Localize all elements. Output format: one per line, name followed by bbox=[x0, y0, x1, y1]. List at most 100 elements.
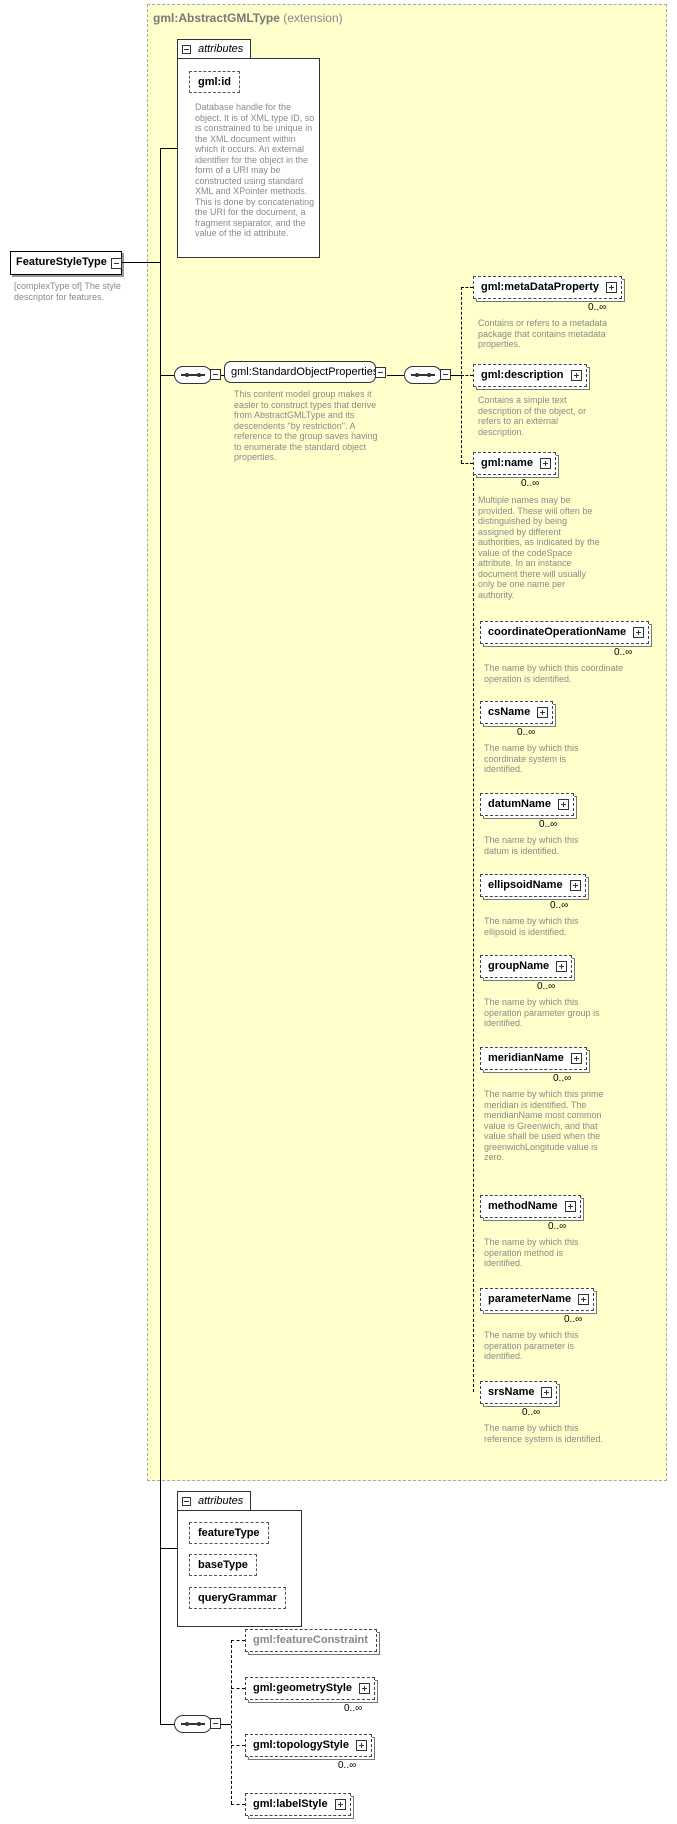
element-gml-featureconstraint[interactable]: gml:featureConstraint bbox=[245, 1629, 377, 1652]
element-gml-metadataproperty[interactable]: gml:metaDataProperty bbox=[473, 276, 622, 299]
occurs: 0..∞ bbox=[588, 302, 607, 313]
occurs: 0..∞ bbox=[548, 1221, 567, 1232]
element-ellipsoidname[interactable]: ellipsoidName bbox=[480, 874, 586, 897]
element-parametername[interactable]: parameterName bbox=[480, 1288, 595, 1311]
bottom-sequence-collapse-icon[interactable] bbox=[210, 1718, 221, 1729]
occurs: 0..∞ bbox=[539, 819, 558, 830]
element-note: Contains a simple text description of th… bbox=[478, 395, 587, 437]
expand-icon[interactable] bbox=[564, 1201, 576, 1212]
attributes-tab-label: attributes bbox=[198, 43, 244, 55]
connector bbox=[231, 1688, 245, 1689]
occurs: 0..∞ bbox=[550, 900, 569, 911]
occurs: 0..∞ bbox=[522, 1407, 541, 1418]
element-groupname[interactable]: groupName bbox=[480, 955, 573, 978]
attribute-gml-id[interactable]: gml:id bbox=[189, 71, 240, 93]
group-collapse-icon[interactable] bbox=[375, 367, 386, 378]
attribute-basetype[interactable]: baseType bbox=[189, 1554, 257, 1576]
element-srsname[interactable]: srsName bbox=[480, 1381, 558, 1404]
element-note: The name by which this ellipsoid is iden… bbox=[484, 916, 579, 937]
root-type-name: FeatureStyleType bbox=[16, 256, 107, 268]
sequence-icon bbox=[411, 373, 435, 377]
substitution-connector bbox=[473, 463, 474, 1392]
attribute-featuretype[interactable]: featureType bbox=[189, 1522, 269, 1544]
type-attributes-tab[interactable]: attributes bbox=[177, 1491, 251, 1511]
connector bbox=[160, 375, 174, 376]
expand-icon[interactable] bbox=[569, 880, 581, 891]
connector bbox=[221, 1724, 231, 1725]
sequence-compositor[interactable] bbox=[174, 366, 212, 384]
element-note: The name by which this operation paramet… bbox=[484, 997, 600, 1028]
occurs: 0..∞ bbox=[614, 647, 633, 658]
element-coordinateoperationname[interactable]: coordinateOperationName bbox=[480, 621, 650, 644]
collapse-icon[interactable] bbox=[182, 45, 191, 54]
element-note: The name by which this coordinate system… bbox=[484, 743, 579, 774]
element-note: The name by which this operation method … bbox=[484, 1237, 579, 1268]
connector bbox=[231, 1640, 245, 1641]
connector bbox=[160, 1724, 174, 1725]
expand-icon[interactable] bbox=[541, 1387, 553, 1398]
sequence-icon bbox=[181, 1722, 205, 1726]
element-csname[interactable]: csName bbox=[480, 701, 554, 724]
group-note: This content model group makes it easier… bbox=[234, 389, 378, 462]
sequence-collapse-icon[interactable] bbox=[210, 369, 221, 380]
element-note: The name by which this coordinate operat… bbox=[484, 663, 624, 684]
occurs: 0..∞ bbox=[517, 727, 536, 738]
occurs: 0..∞ bbox=[553, 1073, 572, 1084]
occurs: 0..∞ bbox=[344, 1703, 363, 1714]
element-note: Multiple names may be provided. These wi… bbox=[478, 495, 600, 600]
attribute-gml-id-note: Database handle for the object. It is of… bbox=[195, 102, 315, 238]
inner-sequence-compositor[interactable] bbox=[404, 366, 442, 384]
element-gml-geometrystyle[interactable]: gml:geometryStyle bbox=[245, 1677, 376, 1700]
connector bbox=[451, 375, 461, 376]
collapse-icon[interactable] bbox=[182, 1497, 191, 1506]
root-complex-type[interactable]: FeatureStyleType bbox=[10, 251, 122, 275]
attribute-querygrammar[interactable]: queryGrammar bbox=[189, 1587, 286, 1609]
sequence-icon bbox=[181, 373, 205, 377]
inner-sequence-collapse-icon[interactable] bbox=[440, 369, 451, 380]
connector bbox=[231, 1745, 245, 1746]
element-note: The name by which this reference system … bbox=[484, 1423, 604, 1444]
extension-type-name: gml:AbstractGMLType bbox=[153, 11, 280, 25]
expand-icon[interactable] bbox=[557, 799, 569, 810]
root-collapse-icon[interactable] bbox=[111, 258, 122, 269]
element-note: Contains or refers to a metadata package… bbox=[478, 318, 608, 349]
element-meridianname[interactable]: meridianName bbox=[480, 1047, 587, 1070]
expand-icon[interactable] bbox=[537, 707, 549, 718]
element-note: The name by which this datum is identifi… bbox=[484, 835, 579, 856]
expand-icon[interactable] bbox=[633, 627, 645, 638]
connector bbox=[231, 1804, 245, 1805]
connector bbox=[221, 375, 224, 376]
bottom-sequence-compositor[interactable] bbox=[174, 1715, 212, 1733]
expand-icon[interactable] bbox=[355, 1740, 367, 1751]
occurs: 0..∞ bbox=[564, 1314, 583, 1325]
expand-icon[interactable] bbox=[334, 1799, 346, 1810]
expand-icon[interactable] bbox=[570, 1053, 582, 1064]
root-note: [complexType of] The style descriptor fo… bbox=[14, 281, 121, 302]
element-gml-name[interactable]: gml:name bbox=[473, 452, 556, 475]
connector bbox=[160, 148, 161, 1724]
expand-icon[interactable] bbox=[570, 370, 582, 381]
connector bbox=[160, 1548, 177, 1549]
element-gml-labelstyle[interactable]: gml:labelStyle bbox=[245, 1793, 351, 1816]
expand-icon[interactable] bbox=[556, 961, 568, 972]
element-note: The name by which this prime meridian is… bbox=[484, 1089, 604, 1162]
occurs: 0..∞ bbox=[537, 981, 556, 992]
group-standard-object-properties[interactable]: gml:StandardObjectProperties bbox=[224, 361, 386, 383]
connector bbox=[231, 1640, 232, 1804]
expand-icon[interactable] bbox=[605, 282, 617, 293]
expand-icon[interactable] bbox=[539, 458, 551, 469]
connector bbox=[461, 375, 473, 376]
expand-icon[interactable] bbox=[578, 1294, 590, 1305]
element-gml-topologystyle[interactable]: gml:topologyStyle bbox=[245, 1734, 372, 1757]
extension-qualifier: (extension) bbox=[283, 11, 343, 25]
element-methodname[interactable]: methodName bbox=[480, 1195, 581, 1218]
element-note: The name by which this operation paramet… bbox=[484, 1330, 579, 1361]
connector bbox=[387, 375, 404, 376]
element-gml-description[interactable]: gml:description bbox=[473, 364, 587, 387]
extension-title: gml:AbstractGMLType (extension) bbox=[153, 11, 343, 25]
attributes-tab[interactable]: attributes bbox=[177, 39, 251, 59]
occurs: 0..∞ bbox=[521, 478, 540, 489]
element-datumname[interactable]: datumName bbox=[480, 793, 574, 816]
expand-icon[interactable] bbox=[359, 1683, 371, 1694]
